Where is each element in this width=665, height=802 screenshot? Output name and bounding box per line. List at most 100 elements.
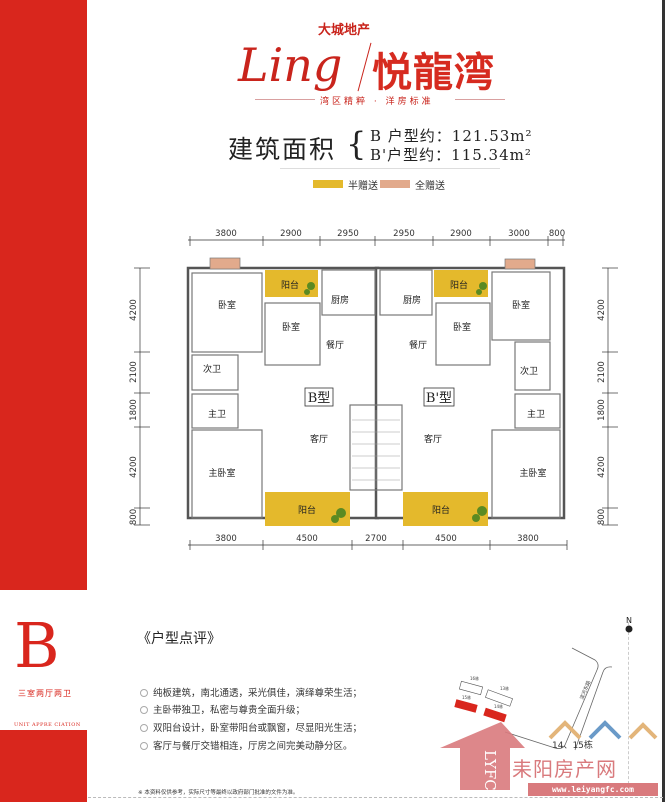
room-master-bedroom (191, 429, 263, 519)
room-label: 餐厅 (409, 339, 427, 351)
review-title: 《户型点评》 (137, 631, 221, 647)
stairwell (349, 404, 403, 491)
building (458, 680, 484, 696)
unit-b-prime-outline (374, 266, 566, 520)
dim-left: 1800 (129, 399, 139, 421)
red-side-band-top (0, 0, 87, 590)
bullet-icon (140, 689, 148, 697)
building-label: 14栋 (494, 703, 503, 709)
room-bath (514, 393, 561, 429)
dim-top: 2900 (450, 229, 472, 239)
room-label: 主卧室 (519, 467, 546, 479)
dim-left: 4200 (129, 299, 139, 321)
dim-top: 3000 (508, 229, 530, 239)
room-label: 阳台 (281, 279, 299, 291)
road (574, 666, 613, 751)
area-b-prime: B'户型约：115.34m² (370, 146, 532, 164)
watermark-letters: LYFC (481, 750, 499, 791)
review-text: 客厅与餐厅交错相连，厅房之间完美动静分区。 (153, 741, 353, 752)
building-label: 16栋 (470, 675, 479, 681)
bullet-icon (140, 724, 148, 732)
project-name: 悦龍湾 (372, 50, 495, 96)
divider (455, 99, 505, 100)
dim-top: 800 (549, 229, 565, 239)
floor-plan: 3800 2900 2950 2950 2900 3000 800 3800 4… (129, 229, 618, 550)
logo-script: Ling (238, 38, 343, 92)
house-logo-icon (588, 720, 622, 740)
review-item: 主卧带独卫，私密与尊贵全面升级； (140, 702, 305, 716)
dim-left: 2100 (129, 361, 139, 383)
bay-window-full-gift (504, 258, 536, 270)
review-text: 纯板建筑，南北通透，采光俱佳，演绎尊荣生活； (153, 688, 363, 699)
bay-window-full-gift (209, 257, 241, 270)
page-edge (662, 0, 665, 802)
room-label: 卧室 (282, 321, 300, 333)
room-label: 卧室 (512, 299, 530, 311)
road-label: 滨河东路 (578, 680, 592, 701)
dim-bottom: 4500 (296, 534, 318, 544)
developer-name: 大城地产 (318, 23, 371, 38)
dim-right: 4200 (597, 456, 607, 478)
unit-caption: UNIT APPRE CIATION (14, 722, 81, 728)
legend-label-half: 半赠送 (348, 181, 378, 192)
room-bath (514, 341, 551, 391)
watermark-name: 耒阳房产网 (512, 757, 617, 781)
road (504, 647, 599, 749)
room-label: 主卫 (208, 408, 226, 420)
dim-right: 2100 (597, 361, 607, 383)
layout-type: 三室两厅两卫 (18, 689, 72, 698)
room-label: 卧室 (453, 321, 471, 333)
watermark-url: www.leiyangfc.com (528, 783, 658, 796)
divider (255, 99, 315, 100)
dim-bottom: 3800 (215, 534, 237, 544)
room-kitchen (321, 269, 376, 316)
dim-top: 2950 (393, 229, 415, 239)
room-label: 阳台 (450, 279, 468, 291)
room-label: 厨房 (331, 294, 349, 306)
unit-type-box (304, 387, 334, 407)
house-logo-icon (548, 720, 658, 740)
room-bedroom (191, 272, 263, 353)
bullet-icon (140, 742, 148, 750)
review-item: 纯板建筑，南北通透，采光俱佳，演绎尊荣生活； (140, 685, 362, 699)
room-kitchen (379, 269, 433, 316)
dim-bottom: 2700 (365, 534, 387, 544)
room-master-bedroom (491, 429, 561, 519)
building-highlight (454, 699, 478, 713)
room-label: 阳台 (298, 504, 316, 516)
room-label: 次卫 (203, 363, 221, 375)
room-bedroom (491, 271, 551, 341)
dim-top: 3800 (215, 229, 237, 239)
brace: { (346, 125, 367, 163)
dim-top: 2950 (337, 229, 359, 239)
dim-top: 2900 (280, 229, 302, 239)
room-label: 主卫 (527, 408, 545, 420)
dim-right: 800 (597, 509, 607, 525)
legend-label-full: 全赠送 (415, 181, 445, 192)
legend-swatch-full (380, 180, 410, 188)
review-text: 双阳台设计，卧室带阳台或飘窗，尽显阳光生活； (153, 723, 363, 734)
dim-left: 4200 (129, 456, 139, 478)
building (485, 689, 513, 707)
unit-type-label: B'型 (426, 391, 452, 406)
room-label: 卧室 (218, 299, 236, 311)
dimension-lines (134, 236, 618, 550)
plant-icon (304, 282, 487, 523)
area-title: 建筑面积 (228, 135, 337, 164)
room-bedroom (435, 302, 491, 366)
review-item: 双阳台设计，卧室带阳台或飘窗，尽显阳光生活； (140, 720, 362, 734)
room-label: 阳台 (432, 504, 450, 516)
building-highlight (483, 707, 507, 723)
building-label: 13栋 (500, 685, 509, 691)
building-label: 15栋 (462, 694, 471, 700)
north-label: N (626, 616, 632, 625)
highlight-label: 14、15栋 (552, 739, 593, 751)
divider (280, 168, 500, 169)
room-bath (191, 354, 239, 391)
site-map: N 滨河东路 16栋 13栋 15栋 14栋 14、15栋 LYFC (440, 616, 658, 791)
room-label: 客厅 (310, 433, 328, 445)
area-b: B 户型约：121.53m² (370, 127, 533, 145)
stairs (352, 410, 400, 488)
disclaimer: ※ 本资料仅供参考，实际尺寸等最终以政府部门批准的文件为准。 (138, 790, 299, 796)
dim-right: 1800 (597, 399, 607, 421)
